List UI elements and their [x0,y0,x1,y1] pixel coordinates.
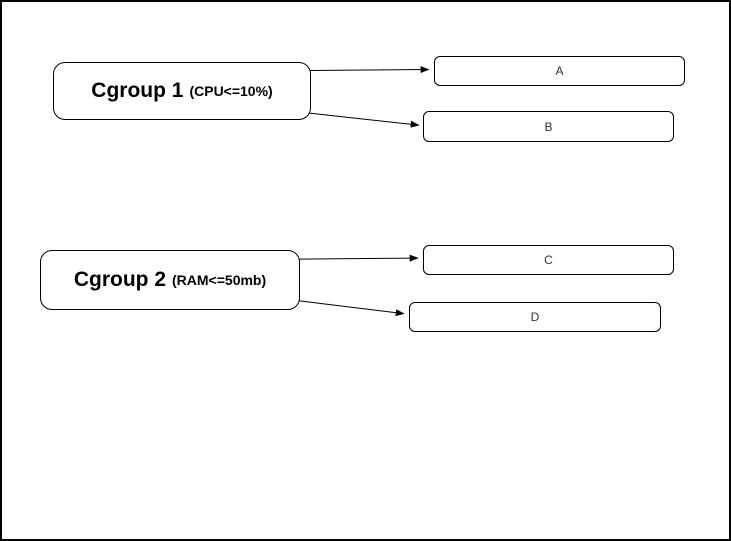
cgroup-1-constraint: (CPU<=10%) [189,83,273,99]
process-d-label: D [530,310,540,324]
cgroup-1-label: Cgroup 1 [91,79,184,102]
process-a-label: A [555,64,564,78]
node-process-b: B [423,111,674,142]
node-cgroup-1: Cgroup 1 (CPU<=10%) [53,62,311,120]
process-c-label: C [544,253,553,267]
process-b-label: B [544,119,553,134]
arrow-cgroup2-to-d [298,300,405,317]
arrow-cgroup2-to-c [298,254,419,262]
arrow-cgroup1-to-a [309,66,430,74]
node-process-c: C [423,245,674,275]
node-process-a: A [434,56,685,86]
arrow-cgroup1-to-b [309,112,420,128]
cgroup-2-constraint: (RAM<=50mb) [172,272,267,288]
cgroup-2-label: Cgroup 2 [73,268,167,291]
node-process-d: D [409,302,661,332]
node-cgroup-2: Cgroup 2 (RAM<=50mb) [40,250,300,310]
